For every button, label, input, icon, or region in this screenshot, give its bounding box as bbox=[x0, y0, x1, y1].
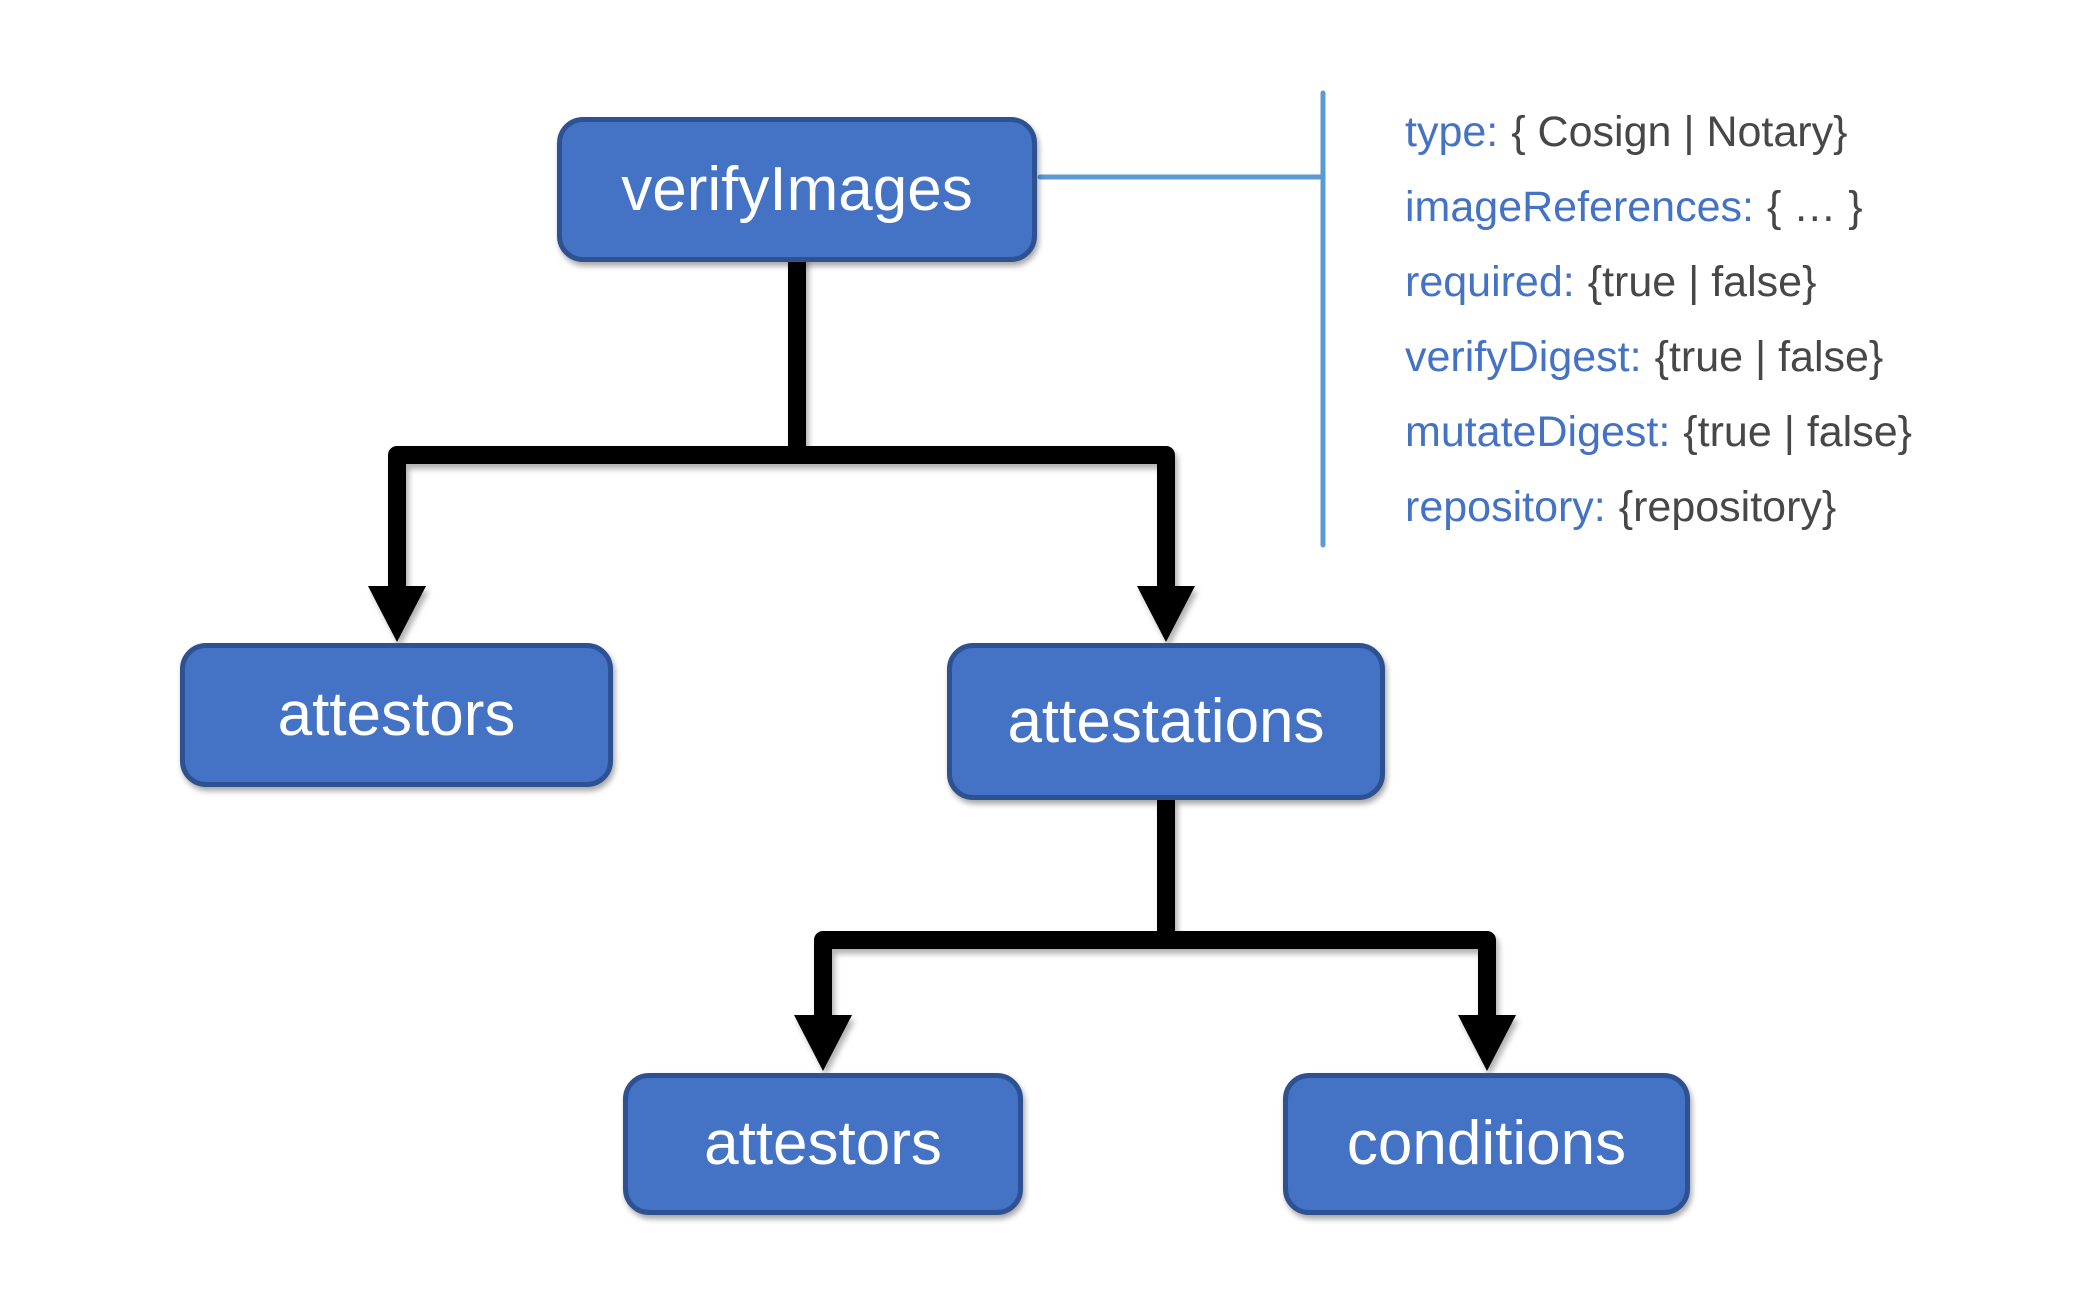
node-attestors-label: attestors bbox=[277, 680, 516, 749]
attribute-panel: type:{ Cosign | Notary} imageReferences:… bbox=[1405, 95, 1965, 545]
node-attestors-child-label: attestors bbox=[704, 1109, 942, 1178]
arrowhead-to-attestors-child bbox=[794, 1015, 852, 1071]
attribute-value: { … } bbox=[1766, 183, 1863, 231]
attribute-row-type: type:{ Cosign | Notary} bbox=[1405, 95, 1965, 170]
annotation-bracket bbox=[1037, 90, 1326, 548]
attribute-row-image-references: imageReferences:{ … } bbox=[1405, 170, 1965, 245]
connector-attestations-to-children bbox=[794, 798, 1516, 1071]
node-attestors: attestors bbox=[180, 643, 613, 787]
arrowhead-to-attestations bbox=[1137, 586, 1195, 642]
node-conditions-label: conditions bbox=[1346, 1109, 1627, 1178]
node-conditions: conditions bbox=[1283, 1073, 1690, 1215]
attribute-value: {repository} bbox=[1618, 483, 1837, 531]
attribute-value: {true | false} bbox=[1587, 258, 1817, 306]
attribute-value: { Cosign | Notary} bbox=[1511, 108, 1848, 156]
node-attestations-label: attestations bbox=[1007, 686, 1325, 756]
node-verify-images-label: verifyImages bbox=[621, 154, 973, 224]
attribute-key: type: bbox=[1405, 108, 1499, 156]
attribute-row-repository: repository:{repository} bbox=[1405, 470, 1965, 545]
node-verify-images: verifyImages bbox=[557, 117, 1037, 262]
connector-root-elbow bbox=[388, 446, 1175, 590]
attribute-row-mutate-digest: mutateDigest:{true | false} bbox=[1405, 395, 1965, 470]
attribute-key: mutateDigest: bbox=[1405, 408, 1671, 456]
connector-root-to-children bbox=[368, 256, 1195, 642]
attribute-key: verifyDigest: bbox=[1405, 333, 1642, 381]
attribute-value: {true | false} bbox=[1654, 333, 1884, 381]
attribute-key: required: bbox=[1405, 258, 1575, 306]
attribute-key: repository: bbox=[1405, 483, 1606, 531]
attribute-value: {true | false} bbox=[1683, 408, 1913, 456]
attribute-key: imageReferences: bbox=[1405, 183, 1754, 231]
node-attestors-child: attestors bbox=[623, 1073, 1023, 1215]
attribute-row-required: required:{true | false} bbox=[1405, 245, 1965, 320]
arrowhead-to-conditions bbox=[1458, 1015, 1516, 1071]
attribute-row-verify-digest: verifyDigest:{true | false} bbox=[1405, 320, 1965, 395]
connector-attestations-elbow bbox=[814, 931, 1496, 1020]
arrowhead-to-attestors bbox=[368, 586, 426, 642]
node-attestations: attestations bbox=[947, 643, 1385, 800]
